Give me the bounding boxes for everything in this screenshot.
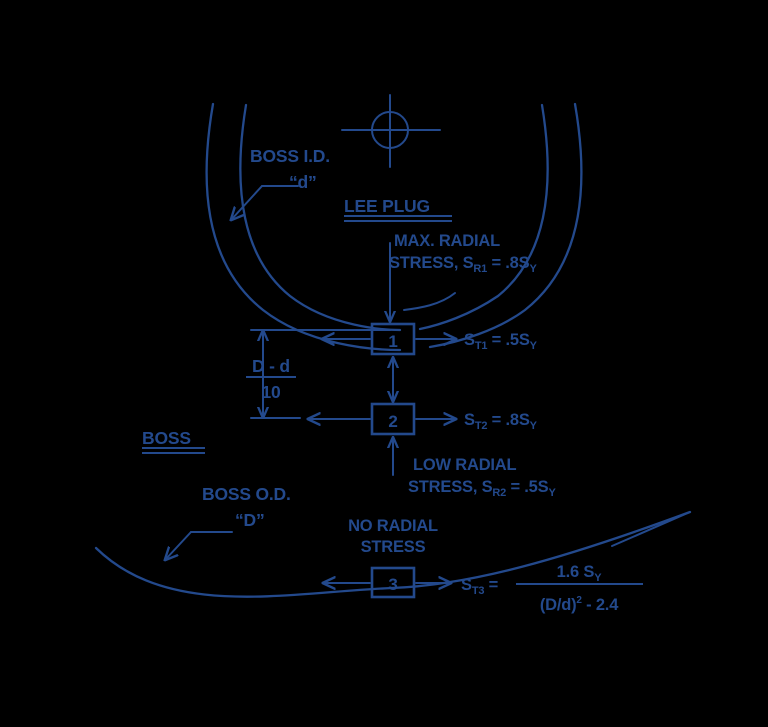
formula-numerator-subscript: Y <box>594 572 602 584</box>
zone-2-value-subscript: Y <box>530 420 538 432</box>
dimension-denominator: 10 <box>261 382 281 402</box>
lee-plug-underline <box>344 215 452 222</box>
zone-1-symbol: S <box>464 331 475 349</box>
zone-3-box-number: 3 <box>388 575 397 594</box>
no-radial-label-line2: STRESS <box>361 538 426 556</box>
boss-arc-right-outer <box>428 102 583 349</box>
zone-3-tangential-stress: ST3 = <box>461 576 498 597</box>
formula-denominator: (D/d)2 - 2.4 <box>540 595 619 614</box>
zone-2-symbol: S <box>464 411 475 429</box>
low-radial-subscript: R2 <box>492 487 506 499</box>
zone-3-symbol: S <box>461 576 472 594</box>
boss-id-leader <box>231 185 299 220</box>
center-mark-crosshair <box>341 94 441 168</box>
low-radial-label-line1: LOW RADIAL <box>413 456 517 474</box>
no-radial-label-line1: NO RADIAL <box>348 517 438 535</box>
max-radial-subscript: R1 <box>473 263 487 275</box>
boss-id-arc-outer <box>205 102 402 352</box>
zone-1-box-number: 1 <box>388 332 397 351</box>
max-radial-label-line1: MAX. RADIAL <box>394 232 500 250</box>
zone-3-equals: = <box>484 576 498 594</box>
boss-od-label-line1: BOSS O.D. <box>202 484 291 504</box>
boss-id-label-line1: BOSS I.D. <box>250 146 330 166</box>
boss-od-label-line2: “D” <box>235 510 265 530</box>
max-radial-sy-subscript: Y <box>529 263 537 275</box>
zone-1-tangential-stress: ST1 = .5SY <box>464 331 538 352</box>
formula-denominator-text-b: - 2.4 <box>582 596 619 614</box>
lee-plug-title: LEE PLUG <box>344 196 430 216</box>
zone-1-value-subscript: Y <box>530 340 538 352</box>
low-radial-text-b: = .5S <box>506 478 549 496</box>
formula-denominator-text-a: (D/d) <box>540 596 577 614</box>
zone-3-group <box>323 566 451 599</box>
formula-leader <box>611 511 691 547</box>
low-radial-sy-subscript: Y <box>548 487 556 499</box>
boss-id-arc-inner <box>239 103 402 332</box>
max-radial-text-a: STRESS, S <box>389 254 474 272</box>
zone-2-subscript: T2 <box>475 420 488 432</box>
formula-numerator: 1.6 SY <box>557 563 603 584</box>
boss-arc-right-inner <box>418 103 549 331</box>
zone-1-subscript: T1 <box>475 340 488 352</box>
zone-3-subscript: T3 <box>472 585 485 597</box>
max-radial-label-line2: STRESS, SR1 = .8SY <box>389 254 537 275</box>
formula-numerator-text: 1.6 S <box>557 563 595 581</box>
zone-2-box-number: 2 <box>388 412 397 431</box>
dimension-line-thickness <box>246 330 391 418</box>
max-radial-leader <box>403 292 456 311</box>
zone-2-group <box>308 374 456 476</box>
low-radial-text-a: STRESS, S <box>408 478 493 496</box>
boss-id-label-line2: “d” <box>289 172 317 192</box>
max-radial-text-b: = .8S <box>487 254 530 272</box>
formula-denominator-exponent: 2 <box>576 595 582 606</box>
boss-underline <box>142 447 205 454</box>
zone-2-tangential-stress: ST2 = .8SY <box>464 411 538 432</box>
dimension-numerator: D - d <box>252 356 290 376</box>
boss-od-leader <box>165 531 233 560</box>
boss-od-arc <box>94 510 692 598</box>
zone-2-value: = .8S <box>487 411 530 429</box>
low-radial-label-line2: STRESS, SR2 = .5SY <box>408 478 556 499</box>
zone-1-value: = .5S <box>487 331 530 349</box>
boss-title: BOSS <box>142 428 191 448</box>
